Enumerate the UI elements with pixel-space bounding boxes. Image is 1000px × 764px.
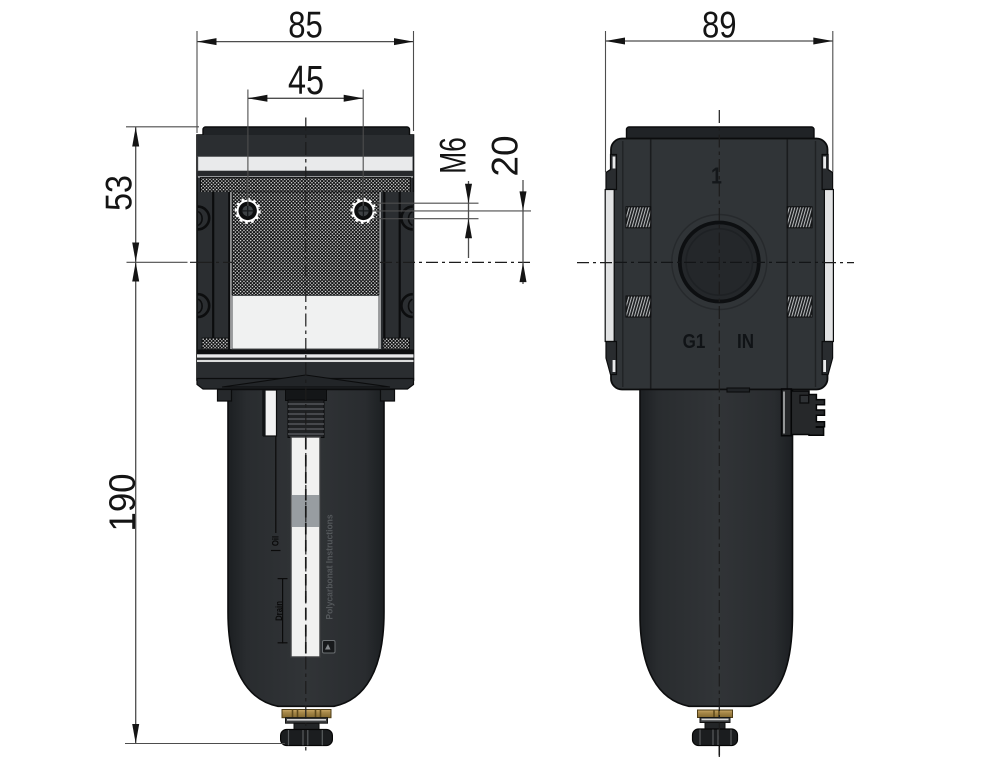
svg-text:190: 190 [102,473,143,531]
svg-text:85: 85 [288,5,323,46]
svg-text:G1: G1 [683,330,706,353]
svg-text:53: 53 [100,175,141,211]
svg-text:M6: M6 [432,137,474,173]
svg-text:Polycarbonat Instructions: Polycarbonat Instructions [324,514,335,619]
svg-text:1: 1 [711,163,722,189]
svg-text:45: 45 [288,57,324,102]
svg-text:IN: IN [737,330,754,353]
svg-text:89: 89 [702,5,737,46]
svg-text:Oil: Oil [270,536,281,546]
svg-text:20: 20 [485,135,526,176]
svg-text:Drain: Drain [273,601,284,621]
